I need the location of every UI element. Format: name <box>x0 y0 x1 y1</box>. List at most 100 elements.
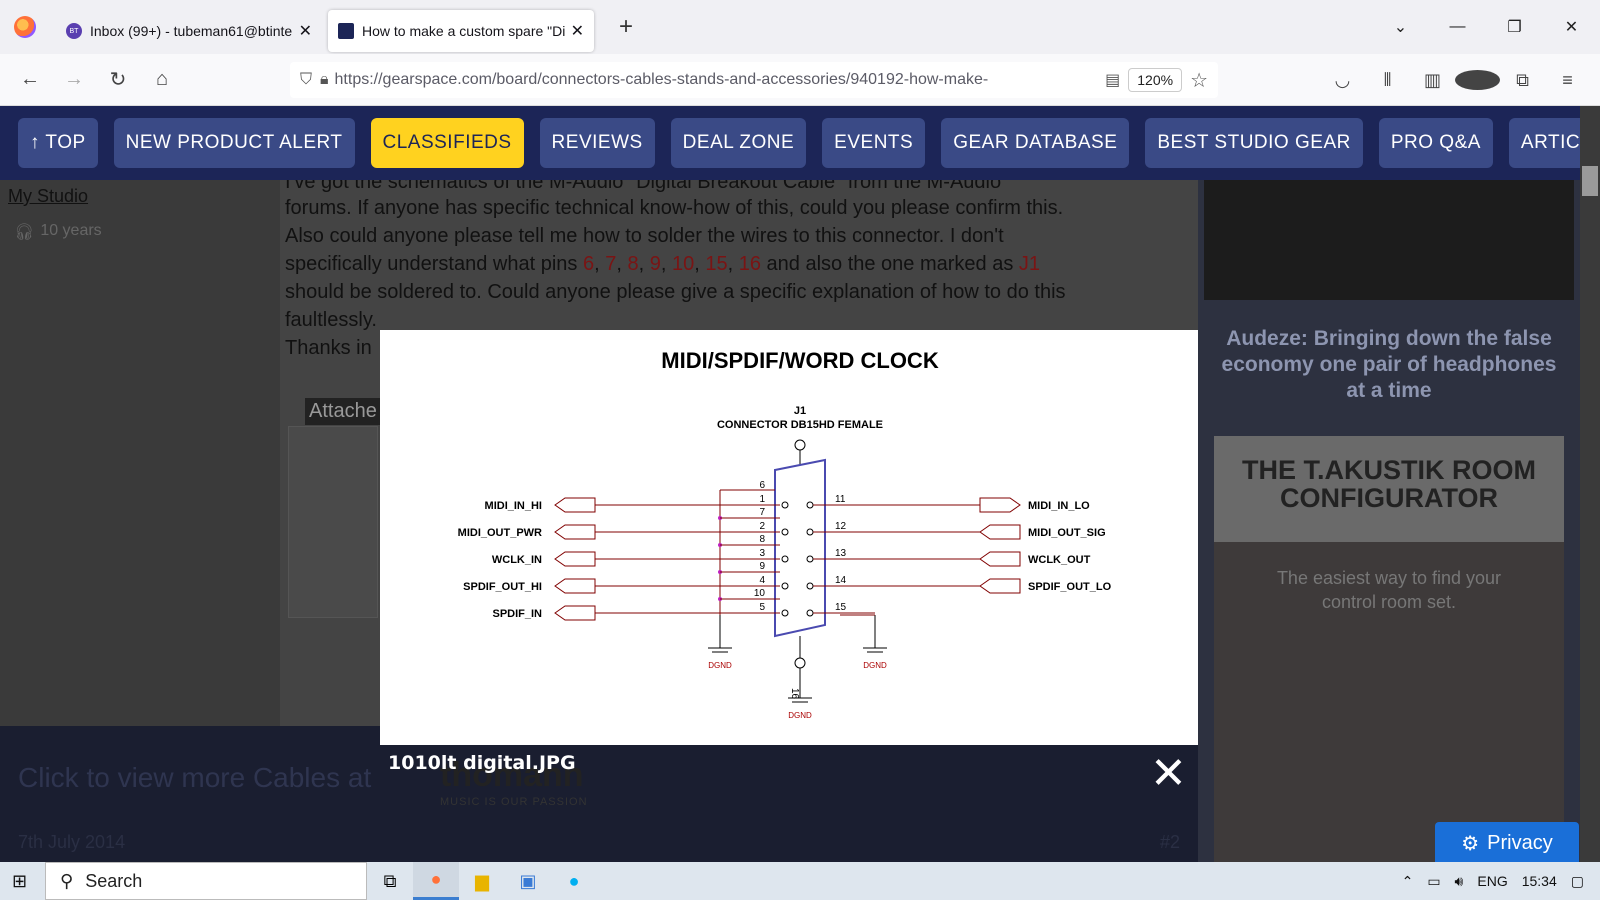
restore-button[interactable]: ❐ <box>1507 19 1522 36</box>
taskbar-search[interactable]: ⚲ Search <box>45 862 367 900</box>
nav-reviews[interactable]: REVIEWS <box>539 118 655 168</box>
takustik-ad[interactable]: THE T.AKUSTIK ROOM CONFIGURATOR The easi… <box>1214 436 1564 862</box>
privacy-button[interactable]: ⚙ Privacy <box>1435 822 1579 864</box>
pin-number: 1 <box>759 494 765 505</box>
shield-icon[interactable]: ⛉ <box>300 71 313 88</box>
lock-icon[interactable]: 🔒︎ <box>320 71 329 88</box>
port-arrow-spdif-out-lo <box>979 578 1021 594</box>
home-icon[interactable]: ⌂ <box>155 68 169 90</box>
sidebar-icon[interactable]: ▥ <box>1423 69 1441 90</box>
post-text: and also the one marked as <box>766 253 1014 275</box>
schematic-label: SPDIF_OUT_LO <box>1028 581 1112 593</box>
pin-number: 6 <box>759 480 765 491</box>
volume-icon[interactable]: 🔊︎ <box>1454 872 1464 889</box>
close-tab-icon[interactable]: ✕ <box>570 23 584 40</box>
nav-gear-database[interactable]: GEAR DATABASE <box>941 118 1130 168</box>
pin-ref: 10 <box>671 253 695 275</box>
member-years: 10 years <box>40 222 102 239</box>
port-arrow-spdif-out-hi <box>554 578 596 594</box>
schematic-label: MIDI_OUT_PWR <box>458 527 542 539</box>
nav-articles[interactable]: ARTICLES <box>1508 118 1580 168</box>
post-line: Also could anyone please tell me how to … <box>285 225 1004 247</box>
port-arrow-spdif-in <box>554 605 596 621</box>
image-lightbox[interactable]: MIDI/SPDIF/WORD CLOCK J1 CONNECTOR DB15H… <box>380 330 1198 745</box>
schematic-label: SPDIF_OUT_HI <box>463 581 542 593</box>
thomann-tagline: MUSIC IS OUR PASSION <box>440 796 588 808</box>
tab-list-icon[interactable]: ⌄ <box>1393 19 1408 36</box>
firefox-icon[interactable] <box>14 16 36 38</box>
takustik-subtitle: The easiest way to find your control roo… <box>1276 568 1502 612</box>
notifications-icon[interactable]: ▢ <box>1570 872 1584 889</box>
bookmark-star-icon[interactable]: ☆ <box>1190 69 1208 92</box>
attachment-thumbnail[interactable] <box>288 426 378 618</box>
file-explorer-icon[interactable]: ▆ <box>475 870 489 891</box>
back-icon[interactable]: ← <box>20 68 40 90</box>
thomann-banner[interactable]: Click to view more Cables at thomann MUS… <box>0 726 1198 862</box>
ad-image-headphone-cable[interactable] <box>1204 180 1574 300</box>
pin-number: 15 <box>835 602 847 613</box>
windows-taskbar: ⊞ ⚲ Search ⧉ ● ▆ ▣ ● ⌃ ▭ 🔊︎ ENG 15:34 ▢ <box>0 862 1600 900</box>
close-tab-icon[interactable]: ✕ <box>298 23 312 40</box>
tab-inbox[interactable]: BT Inbox (99+) - tubeman61@btinternet.co… <box>56 10 322 52</box>
member-duration: 🎧︎ 10 years <box>14 222 102 242</box>
port-arrow-midi-in-hi <box>554 497 596 513</box>
scrollbar-thumb[interactable] <box>1582 166 1598 196</box>
j1-ref: J1 <box>1018 253 1041 275</box>
pin-number: 10 <box>754 588 766 599</box>
tab-gearspace[interactable]: How to make a custom spare "Digital Brea… <box>328 10 594 52</box>
close-window-button[interactable]: ✕ <box>1564 19 1579 36</box>
nav-events[interactable]: EVENTS <box>822 118 926 168</box>
url-text[interactable]: https://gearspace.com/board/connectors-c… <box>334 71 989 88</box>
url-bar[interactable]: ⛉ 🔒︎ https://gearspace.com/board/connect… <box>290 62 1218 98</box>
nav-new-product-alert[interactable]: NEW PRODUCT ALERT <box>113 118 355 168</box>
extensions-icon[interactable]: ⧉ <box>1516 69 1529 90</box>
reload-icon[interactable]: ↻ <box>109 69 127 91</box>
ground-label: DGND <box>863 661 887 670</box>
nav-pro-qa[interactable]: PRO Q&A <box>1378 118 1493 168</box>
page-scrollbar[interactable] <box>1580 106 1600 862</box>
menu-icon[interactable]: ≡ <box>1562 69 1573 90</box>
schematic-label: SPDIF_IN <box>492 608 542 620</box>
library-icon[interactable]: ⫴ <box>1383 69 1392 90</box>
chevron-up-icon[interactable]: ⌃ <box>1401 872 1414 889</box>
firefox-taskbar-icon[interactable]: ● <box>413 862 459 900</box>
audeze-ad-text[interactable]: Audeze: Bringing down the false economy … <box>1221 327 1557 402</box>
connector-ref: J1 <box>794 405 806 417</box>
clock[interactable]: 15:34 <box>1521 873 1557 889</box>
skype-icon[interactable]: ● <box>568 870 580 891</box>
window-controls: ⌄ — ❐ ✕ <box>1372 0 1600 54</box>
forward-icon[interactable]: → <box>64 68 84 90</box>
site-nav: ↑ TOP NEW PRODUCT ALERT CLASSIFIEDS REVI… <box>0 106 1580 180</box>
nav-deal-zone[interactable]: DEAL ZONE <box>670 118 807 168</box>
pin-number: 5 <box>759 602 765 613</box>
account-icon[interactable]: T <box>1455 69 1500 91</box>
pocket-icon[interactable]: ◡ <box>1334 69 1351 90</box>
zoom-level[interactable]: 120% <box>1128 68 1183 92</box>
search-icon: ⚲ <box>60 870 74 891</box>
lightbox-close-icon[interactable]: ✕ <box>1150 748 1187 799</box>
new-tab-button[interactable]: + <box>618 13 633 40</box>
nav-best-studio-gear[interactable]: BEST STUDIO GEAR <box>1145 118 1363 168</box>
privacy-label: Privacy <box>1487 831 1553 854</box>
nav-top[interactable]: ↑ TOP <box>18 118 98 168</box>
pin-number: 3 <box>759 548 765 559</box>
task-view-icon[interactable]: ⧉ <box>383 870 397 891</box>
pin-number: 2 <box>759 521 765 532</box>
tab-label: Inbox (99+) - tubeman61@btinternet.com <box>90 23 293 39</box>
control-panel-icon[interactable]: ▣ <box>519 870 537 891</box>
language-indicator[interactable]: ENG <box>1477 873 1508 889</box>
windows-start-icon[interactable]: ⊞ <box>12 871 28 891</box>
lightbox-caption: 1010lt digital.JPG <box>388 752 576 774</box>
nav-classifieds[interactable]: CLASSIFIEDS <box>370 118 524 168</box>
pin-number: 8 <box>759 534 765 545</box>
my-studio-link[interactable]: My Studio <box>8 186 89 206</box>
db15-connector-shape <box>774 458 826 638</box>
reader-view-icon[interactable]: ▤ <box>1105 72 1121 89</box>
thomann-logo: thomann <box>440 756 584 794</box>
minimize-button[interactable]: — <box>1449 18 1466 35</box>
connector-name: CONNECTOR DB15HD FEMALE <box>717 419 883 431</box>
network-icon[interactable]: ▭ <box>1427 872 1441 889</box>
pin-ref: 8 <box>627 253 639 275</box>
port-arrow-midi-out-pwr <box>554 524 596 540</box>
post-line: Thanks in <box>285 337 372 359</box>
